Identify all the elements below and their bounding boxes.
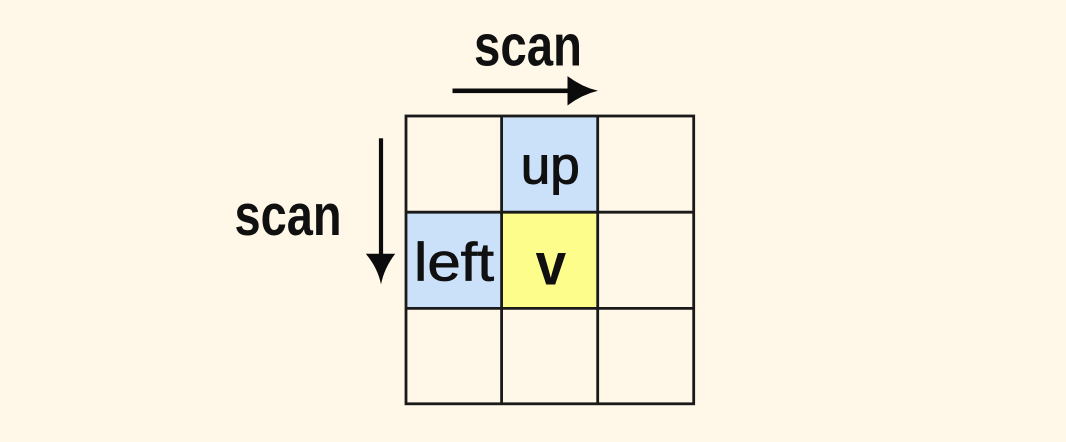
svg-text:scan: scan bbox=[474, 14, 582, 79]
svg-text:left: left bbox=[414, 233, 494, 293]
svg-text:v: v bbox=[536, 232, 567, 298]
svg-text:scan: scan bbox=[235, 183, 342, 248]
svg-text:up: up bbox=[521, 136, 580, 195]
